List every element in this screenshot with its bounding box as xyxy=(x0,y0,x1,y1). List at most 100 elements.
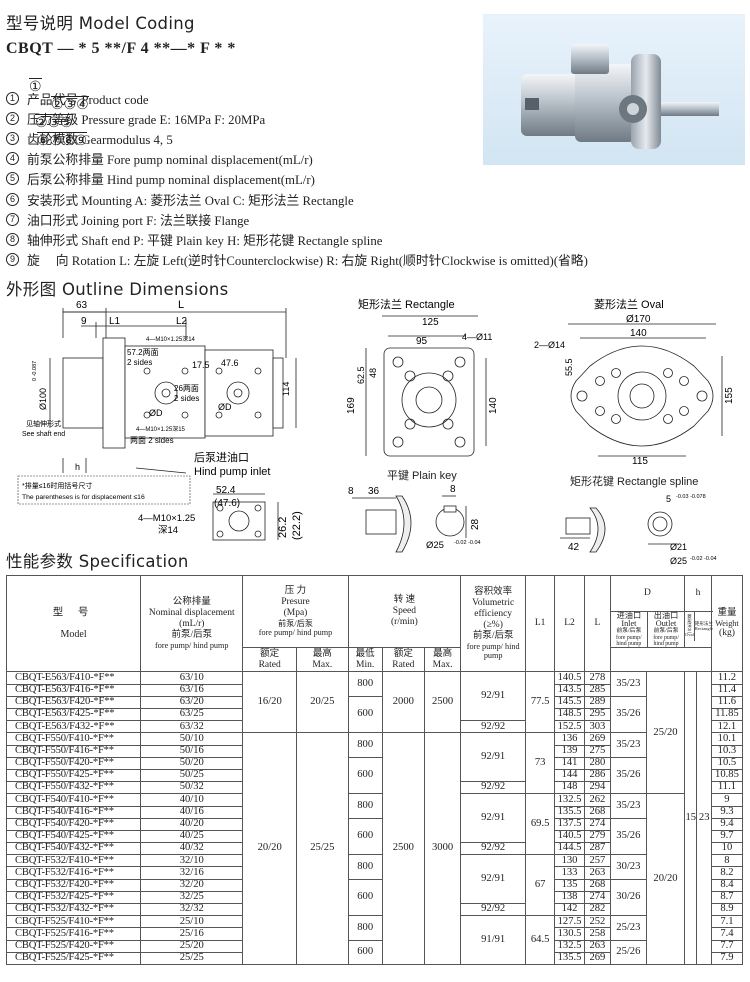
inlet-m10: 4—M10×1.25 xyxy=(138,513,195,524)
note-cn: *排量≤16时用括号尺寸 xyxy=(22,481,92,490)
dim-dia100: Ø100 xyxy=(38,388,48,410)
rect-125: 125 xyxy=(422,317,439,328)
inlet-port-drawing: 52.4 (47.6) 4—M10×1.25 深14 26.2 (22.2) xyxy=(138,485,303,541)
rect-4-11: 4—Ø11 xyxy=(462,332,492,342)
rect-169: 169 xyxy=(346,397,357,414)
plainkey-8: 8 xyxy=(348,486,354,497)
pump-photo xyxy=(483,14,745,165)
coding-group-2: ②③④ xyxy=(51,96,89,113)
table-row: CBQT-F540/F410-*F**40/10 800 92/91 69.5 … xyxy=(5,793,744,965)
pump-illustration xyxy=(521,44,719,149)
spline-title: 矩形花键 Rectangle spline xyxy=(570,476,699,488)
inlet-26: 26.2 xyxy=(277,517,289,538)
port-top-label: 4—M10×1.25深14 xyxy=(146,335,196,343)
spline-5: 5 xyxy=(666,494,671,504)
hind-inlet-cn: 后泵进油口 xyxy=(194,450,249,464)
spline-tol25: -0.02 -0.04 xyxy=(690,556,717,562)
spec-title: 性能参数 Specification xyxy=(6,552,189,571)
spline-25: Ø25 xyxy=(670,556,687,566)
spline-tol5: -0.03 -0.078 xyxy=(676,494,706,500)
side-view-drawing: 63 L 9 L1 L2 4—M10×1.25深14 57.2两面 2 side… xyxy=(17,299,297,505)
note-en: The parentheses is for displacement ≤16 xyxy=(22,494,145,501)
oval-115: 115 xyxy=(632,456,648,467)
rect-95: 95 xyxy=(416,336,428,347)
inlet-22: (22.2) xyxy=(291,511,303,540)
dim-L2: L2 xyxy=(176,316,188,327)
rect-48: 48 xyxy=(368,368,378,378)
plainkey-8b: 8 xyxy=(450,484,456,495)
oval-2-14: 2—Ø14 xyxy=(534,340,565,350)
model-coding-title: 型号说明 Model Coding xyxy=(6,14,195,33)
oval-flange-drawing: 菱形法兰 Oval Ø170 140 2—Ø14 55.5 155 115 xyxy=(534,297,735,467)
oval-140: 140 xyxy=(630,328,647,339)
coding-group-3: ②③⑤ xyxy=(35,114,73,131)
table-row: CBQT-F532/F410-*F**32/10 800 92/91 67 13… xyxy=(5,854,744,917)
plainkey-25: Ø25 xyxy=(426,540,444,551)
oval-170: Ø170 xyxy=(626,314,651,325)
coding-numbers: ① ②③④ ②③⑤ ⑥⑦⑧⑨ xyxy=(22,62,91,150)
dim-D2: ØD xyxy=(218,402,232,412)
dim-17: 17.5 xyxy=(192,360,210,370)
rect-title: 矩形法兰 Rectangle xyxy=(358,297,455,311)
oval-155: 155 xyxy=(724,387,735,404)
hdr-h-rect: 矩形法兰 Rectangle xyxy=(694,610,713,642)
shaft-note-en: See shaft end xyxy=(22,431,65,438)
sides-26: 26两面 xyxy=(174,384,199,393)
coding-group-4: ⑥⑦⑧⑨ xyxy=(37,132,88,149)
rect-62: 62.5 xyxy=(356,366,366,384)
shaft-note: 见轴伸形式 xyxy=(26,419,61,428)
rect-140: 140 xyxy=(488,397,499,414)
hdr-h: h 菱形法兰 Oval 矩形法兰 Rectangle xyxy=(684,574,713,649)
table-row: CBQT-F525/F410-*F**25/10 800 91/91 64.5 … xyxy=(5,915,744,965)
oval-title: 菱形法兰 Oval xyxy=(594,297,664,311)
sides-26-en: 2 sides xyxy=(174,394,199,403)
spline-21: Ø21 xyxy=(670,542,687,552)
sides-57-en: 2 sides xyxy=(127,358,152,367)
coding-string: CBQT — * 5 **/F 4 **—* F * * xyxy=(6,40,236,57)
dim-47: 47.6 xyxy=(221,358,239,368)
plain-key-title: 平键 Plain key xyxy=(387,470,457,482)
plainkey-28: 28 xyxy=(470,518,481,530)
plain-key-drawing: 平键 Plain key 8 36 8 28 Ø25 -0.02 -0.04 xyxy=(348,484,481,553)
dim-114: 114 xyxy=(281,382,291,396)
dim-63: 63 xyxy=(76,300,88,311)
dim-L: L xyxy=(178,299,184,311)
sides-bottom: 两面 2 sides xyxy=(130,436,174,445)
plainkey-tol: -0.02 -0.04 xyxy=(454,540,481,546)
hind-inlet-en: Hind pump inlet xyxy=(194,466,270,478)
hdr-L1: L1 xyxy=(525,574,556,673)
hdr-L: L xyxy=(583,574,611,673)
